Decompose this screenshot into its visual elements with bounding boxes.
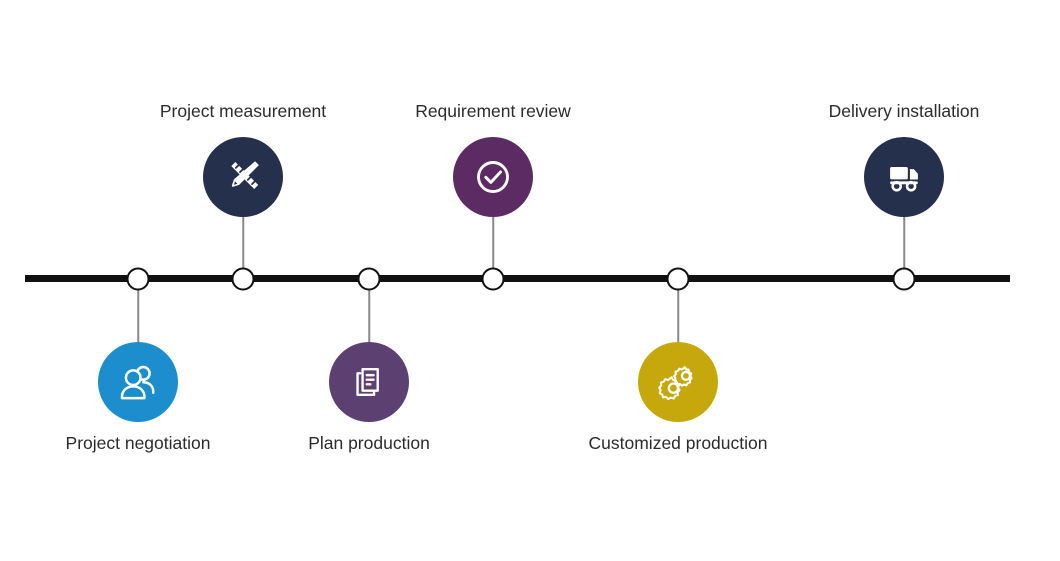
icon-badge-step-5[interactable]	[638, 342, 718, 422]
users-group-icon	[115, 359, 161, 405]
stem-step-5	[677, 276, 679, 348]
timeline-node-3[interactable]	[357, 267, 381, 291]
step-label-3: Plan production	[308, 433, 430, 453]
timeline-node-6[interactable]	[892, 267, 916, 291]
timeline-node-5[interactable]	[666, 267, 690, 291]
step-label-4: Requirement review	[415, 101, 571, 121]
icon-badge-step-1[interactable]	[98, 342, 178, 422]
stem-step-3	[368, 276, 370, 348]
step-label-5: Customized production	[588, 433, 768, 453]
step-label-6: Delivery installation	[828, 101, 980, 121]
documents-icon	[347, 360, 391, 404]
gears-icon	[655, 359, 701, 405]
stem-step-1	[137, 276, 139, 348]
icon-badge-step-6[interactable]	[864, 137, 944, 217]
icon-badge-step-4[interactable]	[453, 137, 533, 217]
timeline-node-4[interactable]	[481, 267, 505, 291]
icon-badge-step-3[interactable]	[329, 342, 409, 422]
step-label-2: Project measurement	[159, 101, 327, 121]
timeline-node-2[interactable]	[231, 267, 255, 291]
timeline-node-1[interactable]	[126, 267, 150, 291]
stem-step-2	[242, 205, 244, 285]
check-circle-icon	[469, 153, 517, 201]
delivery-truck-icon	[881, 154, 927, 200]
step-label-1: Project negotiation	[65, 433, 211, 453]
stem-step-4	[492, 205, 494, 285]
timeline-axis	[25, 275, 1010, 282]
stem-step-6	[903, 205, 905, 285]
pencil-ruler-icon	[220, 154, 266, 200]
icon-badge-step-2[interactable]	[203, 137, 283, 217]
